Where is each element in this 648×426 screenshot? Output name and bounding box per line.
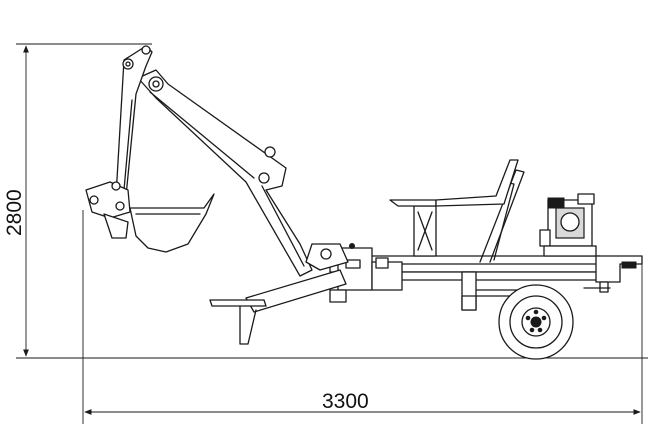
seat-cushion — [389, 199, 437, 207]
wheel — [498, 284, 574, 360]
seat — [389, 159, 519, 207]
dipper-arm-body — [115, 45, 153, 197]
hitch-plate — [595, 255, 643, 283]
hitch — [583, 255, 643, 293]
seat-back — [435, 159, 519, 207]
dipper-arm — [115, 45, 153, 197]
height-label: 2800 — [3, 189, 26, 236]
length-label: 3300 — [322, 390, 369, 413]
boom-base-pivot — [305, 243, 349, 271]
frame — [329, 169, 601, 311]
boom-pivot-top — [148, 76, 164, 92]
stabilizer-pad — [209, 299, 267, 307]
length-dimension: 3300 — [82, 210, 643, 424]
engine — [539, 193, 597, 257]
stabilizer-arm — [245, 269, 347, 313]
dipper-pivot — [122, 58, 134, 70]
stabilizer — [209, 269, 477, 345]
bucket-shell — [129, 193, 215, 253]
bucket — [85, 181, 215, 253]
boom-body — [137, 69, 313, 277]
boom — [137, 69, 355, 277]
